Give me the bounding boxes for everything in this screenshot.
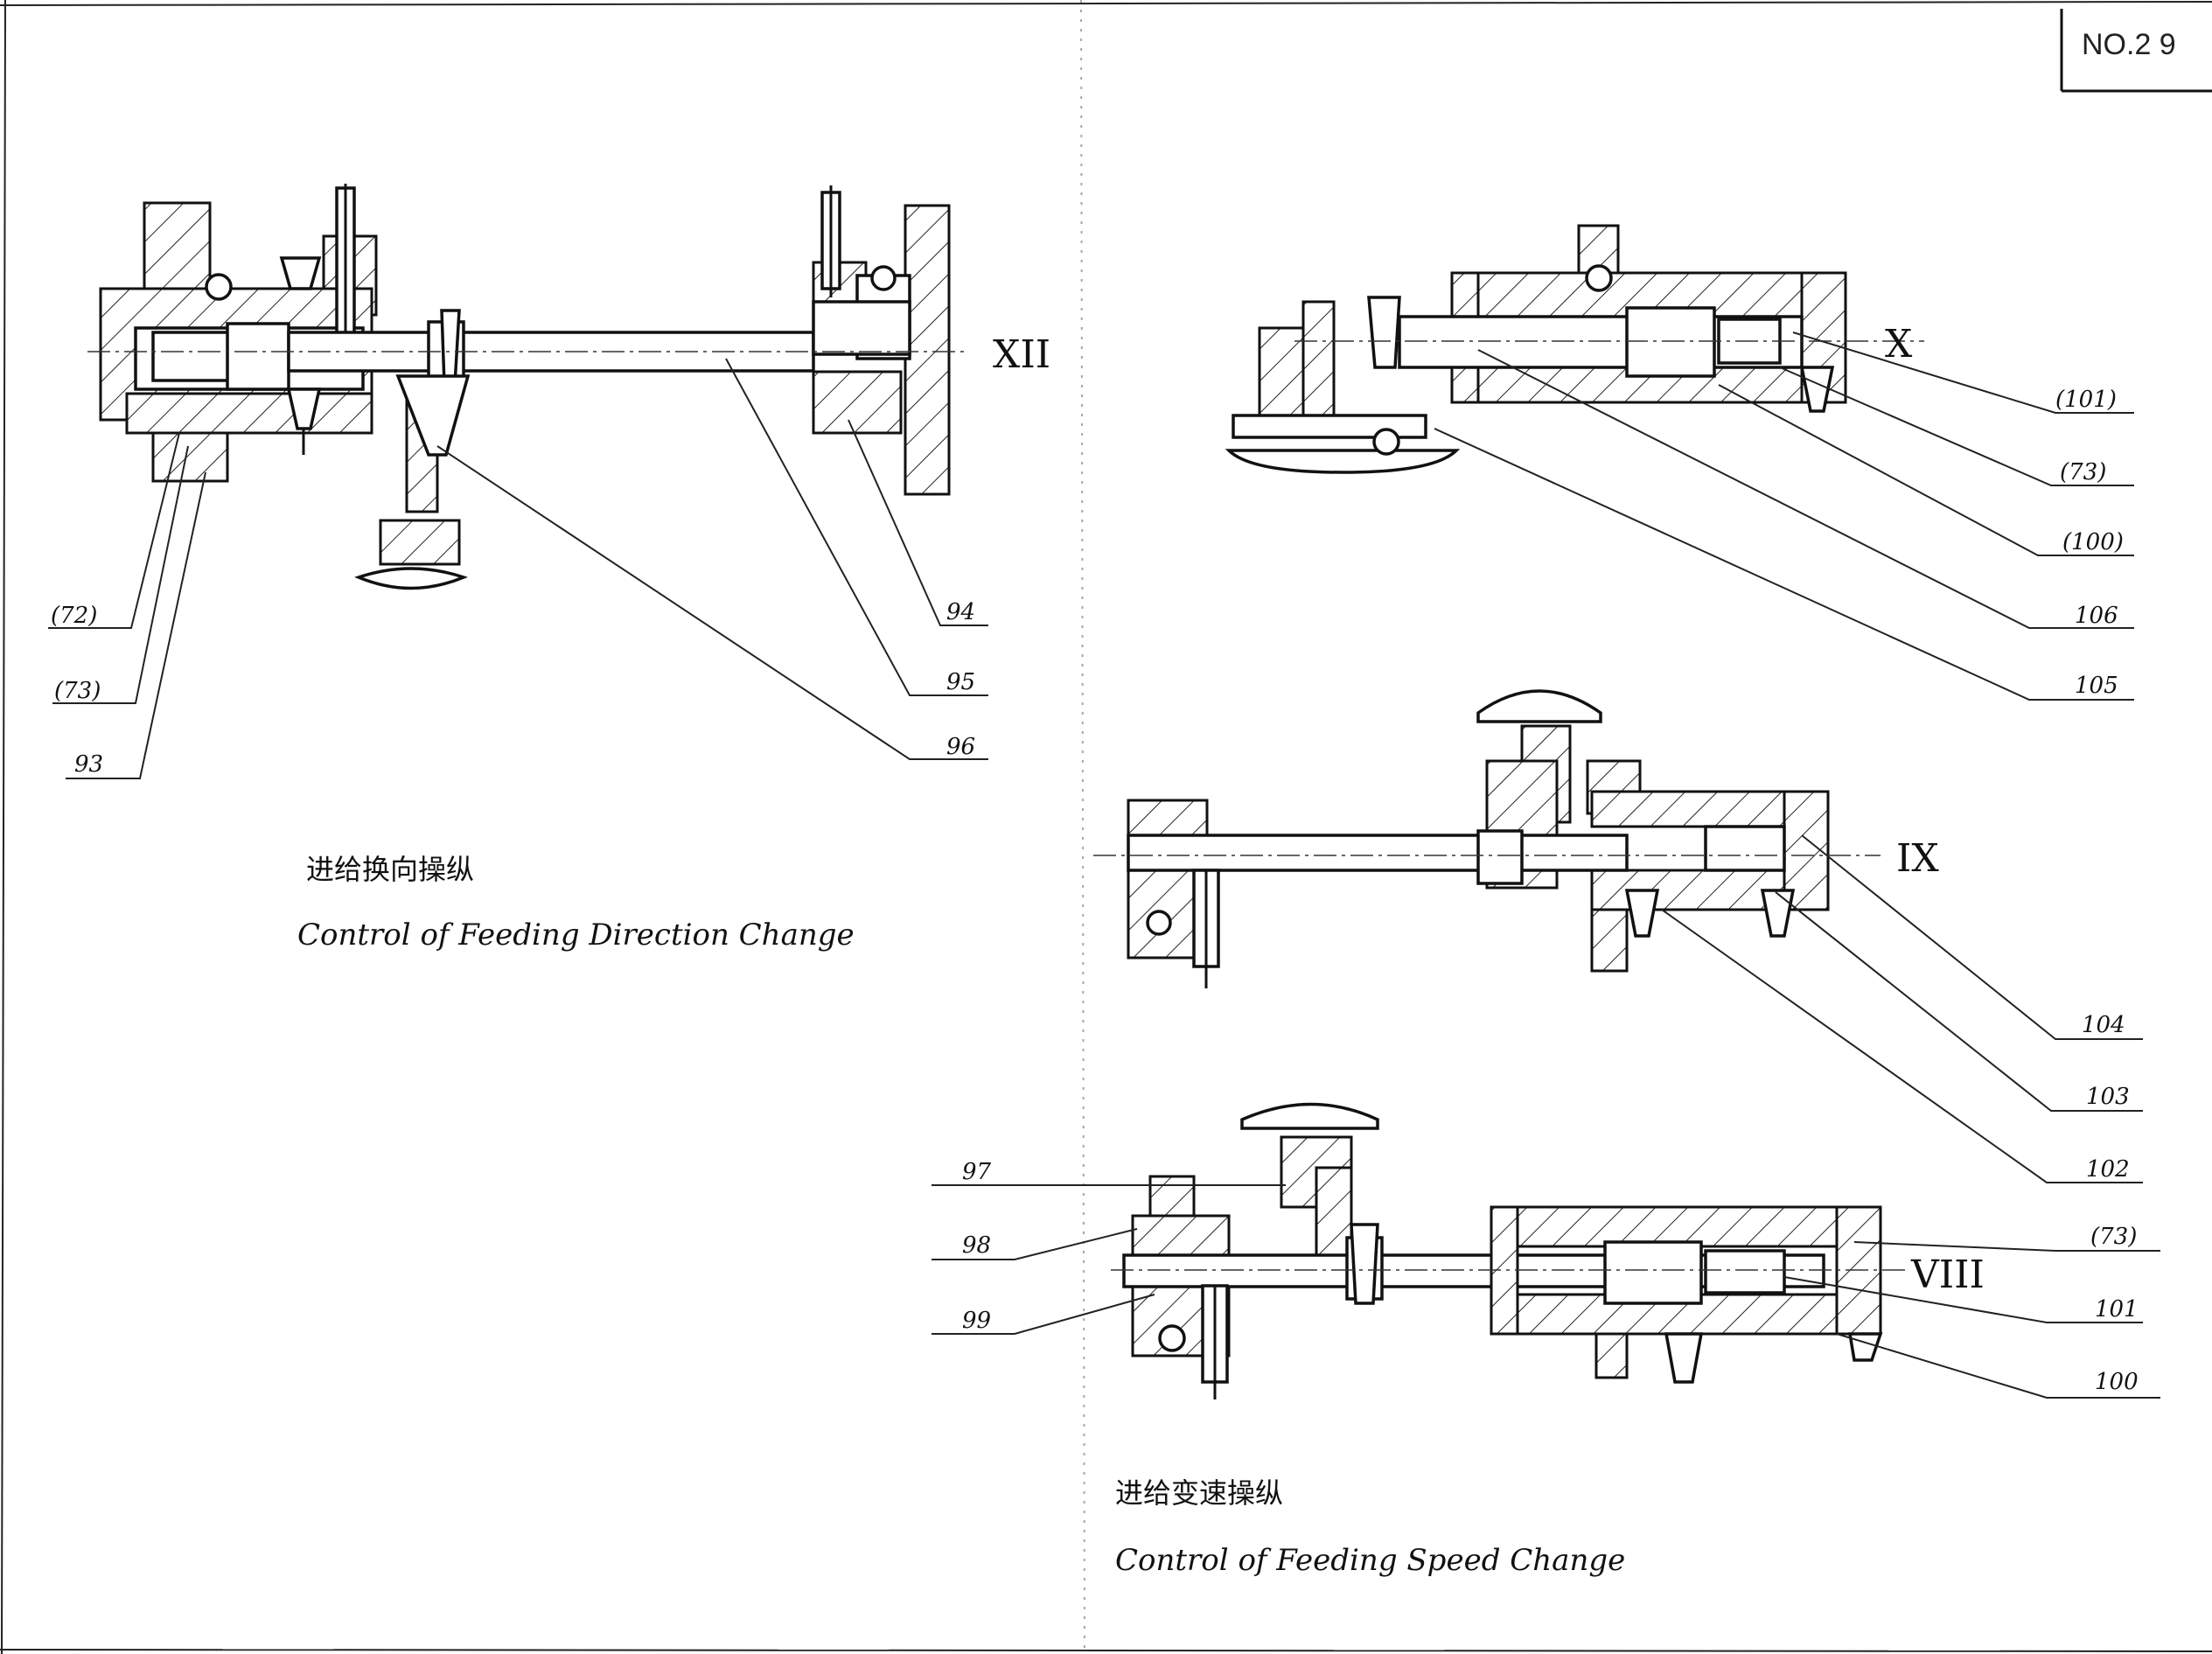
part-label-100b: 100 — [2095, 1369, 2139, 1395]
shaft-label-xii: XII — [993, 332, 1050, 377]
part-label-99: 99 — [962, 1308, 991, 1334]
part-label-93: 93 — [74, 751, 103, 778]
shaft-x-assembly: X (101) (73) (100) 106 105 — [1225, 224, 2134, 701]
part-label-104: 104 — [2082, 1012, 2125, 1038]
feeding-direction-mechanism: XII (72) (73) 93 94 95 96 进给换向操纵 Control… — [48, 184, 1050, 953]
part-label-97: 97 — [962, 1159, 992, 1185]
part-label-106: 106 — [2075, 603, 2118, 629]
shaft-label-x: X — [1885, 322, 1913, 366]
sheet-number-box: NO.2 9 — [2060, 9, 2212, 93]
part-label-94: 94 — [946, 599, 975, 625]
part-label-101: (101) — [2055, 387, 2117, 413]
shaft-label-ix: IX — [1896, 836, 1939, 881]
part-label-101b: 101 — [2095, 1296, 2139, 1323]
part-label-98: 98 — [962, 1232, 991, 1259]
part-label-102: 102 — [2086, 1156, 2130, 1183]
shaft-label-viii: VIII — [1910, 1253, 1985, 1297]
part-label-105: 105 — [2075, 673, 2118, 699]
part-label-73b: (73) — [2060, 459, 2106, 485]
part-label-73c: (73) — [2090, 1224, 2137, 1250]
part-label-100: (100) — [2062, 529, 2124, 555]
caption-en-direction: Control of Feeding Direction Change — [297, 918, 855, 953]
caption-en-speed: Control of Feeding Speed Change — [1115, 1543, 1625, 1578]
caption-cn-direction: 进给换向操纵 — [306, 853, 474, 886]
feeding-speed-mechanism: VIII 97 98 99 (73) 101 100 进给变速操纵 Contro… — [932, 1102, 2160, 1578]
part-label-72: (72) — [51, 603, 97, 629]
caption-cn-speed: 进给变速操纵 — [1115, 1476, 1283, 1510]
sheet-number: NO.2 9 — [2082, 28, 2176, 61]
shaft-ix-assembly: IX 104 103 102 — [1093, 689, 2143, 1183]
part-label-95: 95 — [946, 669, 975, 695]
part-label-103: 103 — [2086, 1084, 2130, 1110]
part-label-73: (73) — [54, 678, 101, 704]
part-label-96: 96 — [946, 734, 975, 760]
